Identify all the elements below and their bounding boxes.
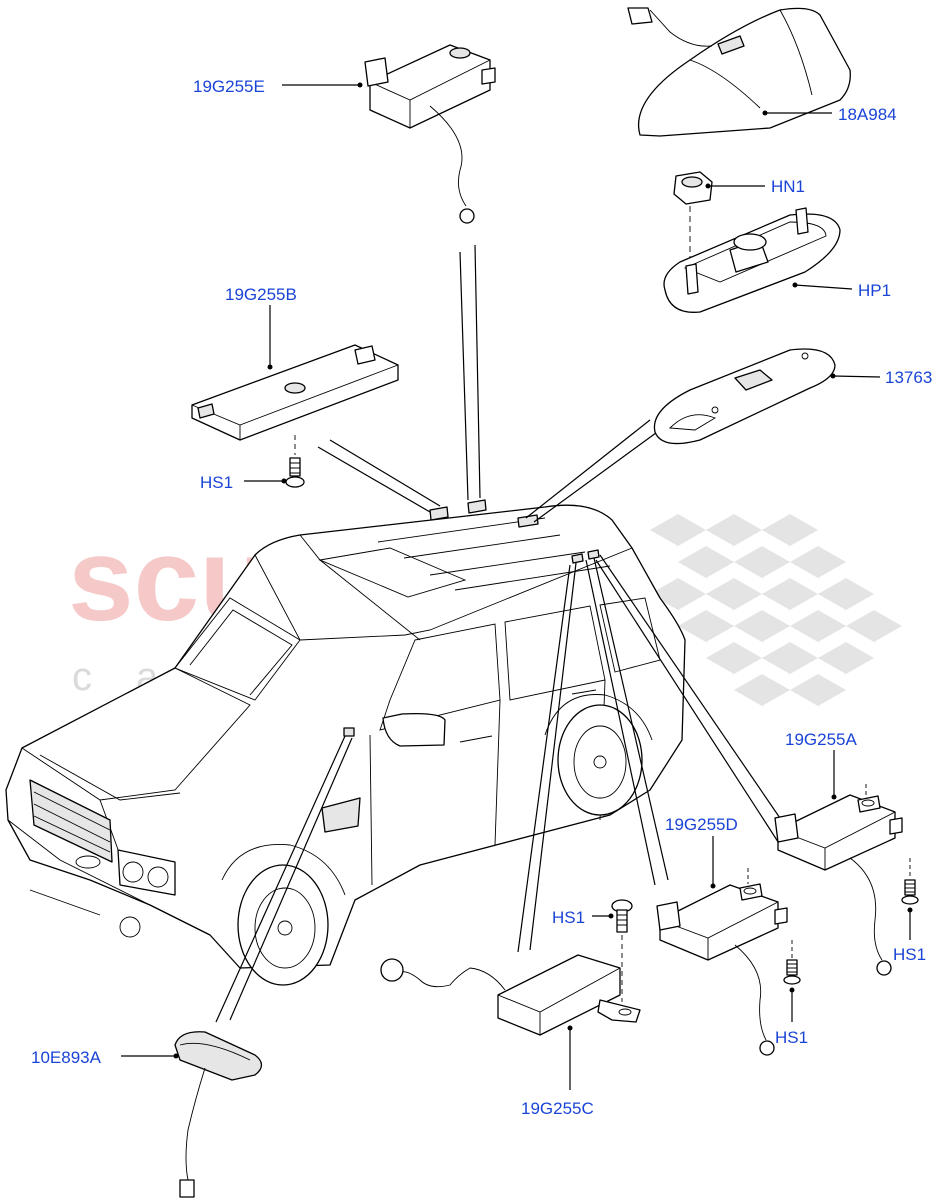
part-19G255D <box>656 836 788 1056</box>
part-HS1-a <box>901 858 919 940</box>
part-HS1-b <box>244 457 305 488</box>
part-HN1 <box>673 171 765 260</box>
label-18A984[interactable]: 18A984 <box>838 105 897 124</box>
label-10E893A[interactable]: 10E893A <box>31 1048 102 1067</box>
part-19G255A <box>774 750 903 976</box>
label-19G255E[interactable]: 19G255E <box>193 77 265 96</box>
label-19G255C[interactable]: 19G255C <box>521 1099 594 1118</box>
watermark-checker <box>650 514 902 706</box>
part-HS1-c <box>592 899 633 933</box>
vehicle-outline <box>5 499 686 986</box>
part-19G255B <box>191 305 399 455</box>
roof-marker-antenna <box>517 514 539 528</box>
label-13763[interactable]: 13763 <box>885 368 932 387</box>
label-HS1-c[interactable]: HS1 <box>552 908 585 927</box>
part-18A984 <box>627 7 851 137</box>
label-19G255A[interactable]: 19G255A <box>785 730 857 749</box>
label-HS1-b[interactable]: HS1 <box>200 473 233 492</box>
label-HS1-a[interactable]: HS1 <box>893 945 926 964</box>
label-19G255B[interactable]: 19G255B <box>225 285 297 304</box>
pointer-lines <box>215 244 796 1023</box>
label-19G255D[interactable]: 19G255D <box>665 815 738 834</box>
callout-labels: 18A984 HN1 HP1 13763 19G255E 19G255B HS1… <box>31 77 932 1118</box>
part-10E893A <box>121 1031 263 1198</box>
part-HP1 <box>663 207 853 313</box>
roof-marker-e <box>467 499 487 514</box>
part-19G255E <box>282 44 496 224</box>
part-HS1-d <box>783 940 801 1022</box>
part-13763 <box>653 348 881 445</box>
label-HP1[interactable]: HP1 <box>858 281 891 300</box>
label-HN1[interactable]: HN1 <box>771 177 805 196</box>
roof-marker-b <box>429 506 449 521</box>
label-HS1-d[interactable]: HS1 <box>775 1028 808 1047</box>
part-19G255C <box>380 935 641 1090</box>
